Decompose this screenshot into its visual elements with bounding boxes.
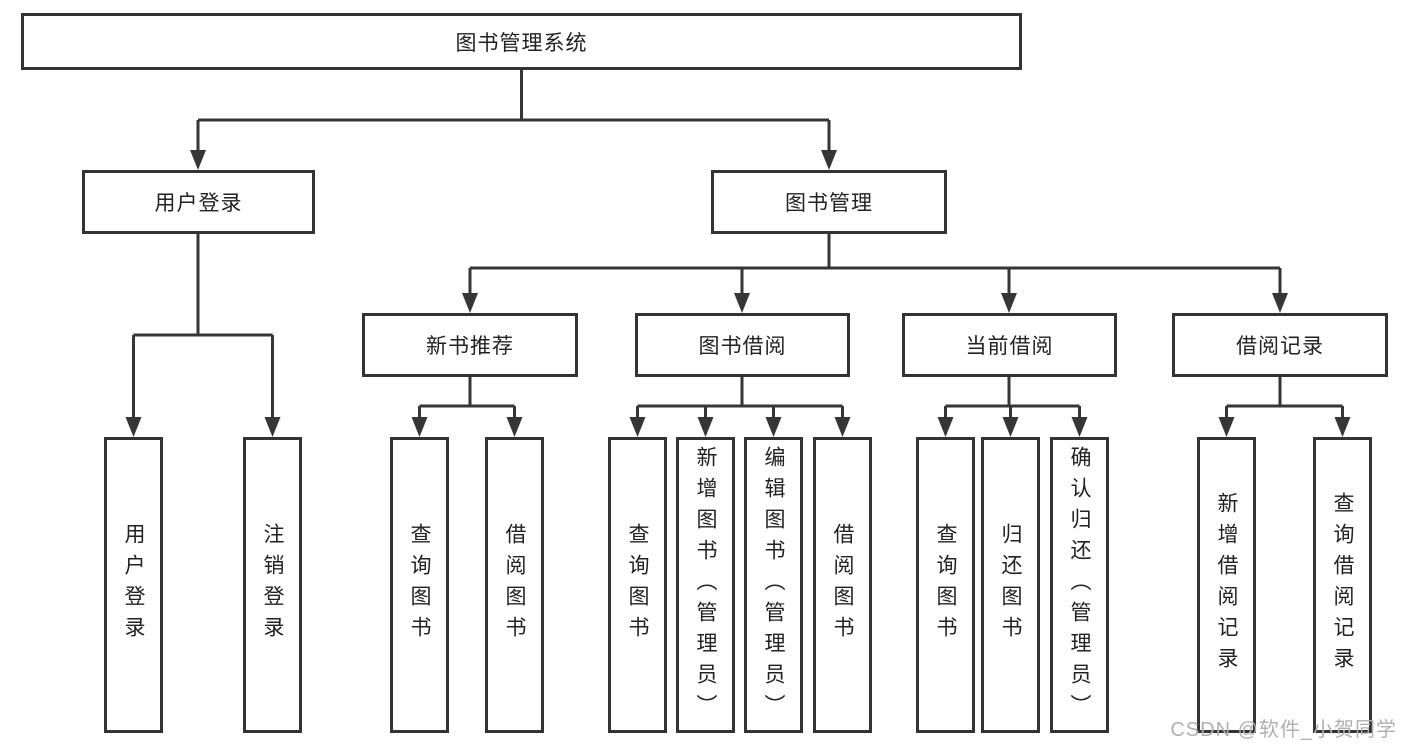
leaf-add-books-admin: 新增图书（管理员） [676,437,735,733]
connector-book-borrow-children [636,377,844,419]
node-root-library-system: 图书管理系统 [21,13,1022,70]
node-label: 归还图书 [999,523,1022,647]
node-label: 新增借阅记录 [1215,492,1238,678]
connector-user-login-children [132,234,274,419]
node-label: 图书管理系统 [455,31,588,55]
node-label: 新书推荐 [426,335,514,358]
node-borrowing-records: 借阅记录 [1172,313,1388,377]
leaf-add-borrowing-record: 新增借阅记录 [1197,437,1256,733]
leaf-edit-books-admin: 编辑图书（管理员） [744,437,803,733]
node-label: 用户登录 [154,192,243,215]
leaf-return-books: 归还图书 [981,437,1040,733]
connector-book-mgmt-children [468,233,1282,295]
csdn-watermark: CSDN @软件_小贺同学 [1170,719,1397,741]
arrowhead-leaf-user-login [125,417,142,437]
arrowhead-leaf-add-books [697,417,714,437]
node-label: 借阅记录 [1236,335,1324,358]
arrowhead-leaf-query-record [1334,417,1351,437]
arrowhead-leaf-borrow-books-1 [506,417,523,437]
leaf-borrow-books-under-recommendation: 借阅图书 [485,437,544,733]
node-label: 注销登录 [261,523,284,647]
node-label: 借阅图书 [831,523,854,647]
node-current-borrowing: 当前借阅 [902,313,1117,377]
arrowhead-book-mgmt [821,150,837,170]
node-label: 图书管理 [785,192,873,215]
leaf-confirm-return-admin: 确认归还（管理员） [1050,437,1109,733]
node-label: 用户登录 [122,523,145,647]
node-label: 当前借阅 [965,335,1054,358]
arrowhead-leaf-confirm-return [1071,417,1088,437]
arrowhead-leaf-query-books-3 [937,417,954,437]
node-label: 编辑图书（管理员） [762,445,785,725]
connector-current-borrow-children [944,377,1081,419]
connector-borrow-records-children [1225,377,1344,419]
leaf-user-login: 用户登录 [104,437,163,733]
leaf-query-books-under-recommendation: 查询图书 [390,437,449,733]
leaf-query-books-under-borrowing: 查询图书 [608,437,667,733]
node-book-management: 图书管理 [711,170,947,234]
node-book-borrowing: 图书借阅 [635,313,850,377]
leaf-query-borrowing-record: 查询借阅记录 [1313,437,1372,733]
arrowhead-leaf-add-record [1218,417,1235,437]
node-label: 查询图书 [934,523,957,647]
arrowhead-leaf-query-books-1 [411,417,428,437]
arrowhead-leaf-borrow-books-2 [834,417,851,437]
node-label: 图书借阅 [698,335,787,358]
node-user-login: 用户登录 [82,170,315,234]
arrowhead-book-borrow [734,293,750,313]
node-label: 查询图书 [408,523,431,647]
arrowhead-leaf-logout [264,417,281,437]
arrowhead-user-login [190,150,206,170]
node-label: 新增图书（管理员） [694,445,717,725]
arrowhead-leaf-return-books [1002,417,1019,437]
node-label: 确认归还（管理员） [1068,445,1091,725]
node-new-book-recommendation: 新书推荐 [362,313,578,377]
node-label: 查询图书 [626,523,649,647]
node-label: 借阅图书 [503,523,526,647]
arrowhead-new-book-rec [462,293,478,313]
arrowhead-current-borrow [1001,293,1017,313]
node-label: 查询借阅记录 [1331,492,1354,678]
leaf-logout: 注销登录 [243,437,302,733]
leaf-query-books-under-current: 查询图书 [916,437,975,733]
arrowhead-leaf-edit-books [765,417,782,437]
leaf-borrow-books-under-borrowing: 借阅图书 [813,437,872,733]
arrowhead-leaf-query-books-2 [629,417,646,437]
connector-root-to-level2 [196,70,831,152]
connector-new-book-rec-children [418,377,516,419]
arrowhead-borrow-records [1272,293,1288,313]
